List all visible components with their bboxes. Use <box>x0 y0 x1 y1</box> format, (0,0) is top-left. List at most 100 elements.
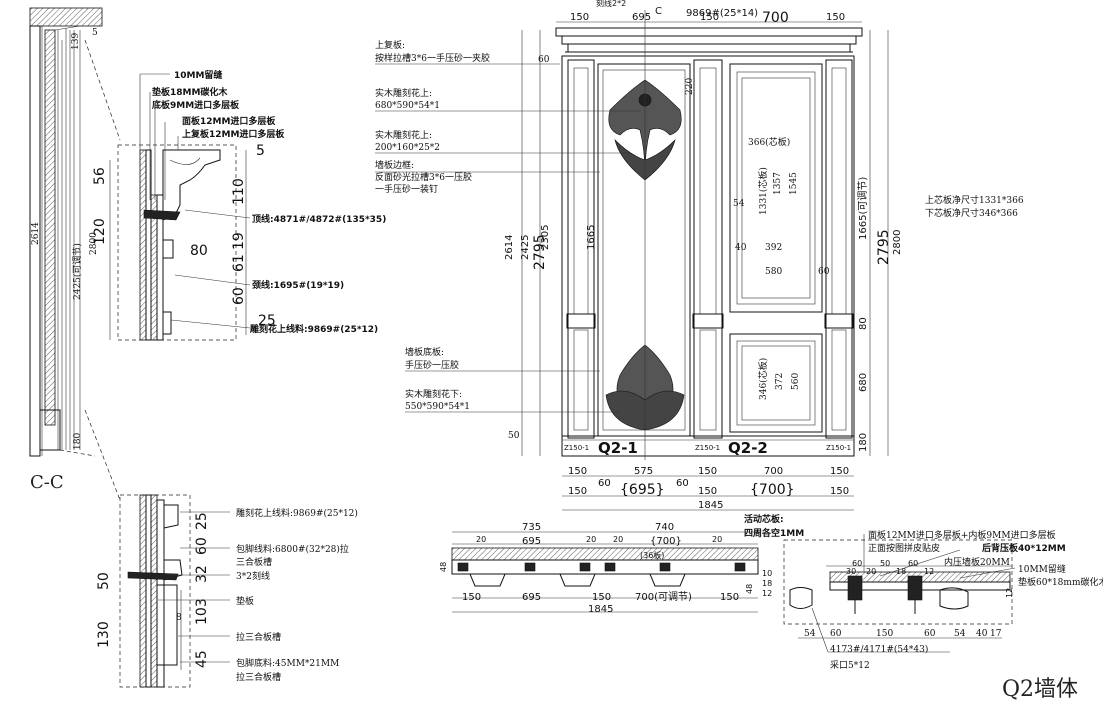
callout-top-molding: 9869#(25*14) <box>686 8 758 19</box>
panel-label-q2-1: Q2-1 <box>598 439 638 457</box>
plan-dim-735: 735 <box>522 522 541 533</box>
dim-61: 61 <box>231 254 247 272</box>
plan-dim-150a: 150 <box>462 592 481 603</box>
detail-dim-50: 50 <box>880 559 890 568</box>
base-callout-pad: 垫板 <box>236 595 254 607</box>
plan-dim-695: 695 <box>522 536 541 547</box>
right-h-1665: 1665(可调节) <box>857 177 869 240</box>
detail-dim-30: 30 <box>846 567 856 576</box>
dim-2425-left: 2425(可调节) <box>72 243 83 300</box>
section-label: C-C <box>30 472 64 493</box>
note-3-detail: 反面砂光拉槽3*6一压胶 <box>375 171 472 183</box>
right-note-upper: 上芯板净尺寸1331*366 <box>925 194 1024 206</box>
dim-25-crown: 25 <box>258 313 276 329</box>
bottom2-dim-150a: 150 <box>568 486 587 497</box>
dim-56: 56 <box>92 167 108 185</box>
detail-bottom-54b: 54 <box>954 629 966 639</box>
detail-vert-18: 18 <box>762 579 772 588</box>
detail-gap: 10MM留缝 <box>1018 563 1066 575</box>
right-h-180: 180 <box>858 433 869 452</box>
crown-label-gap: 10MM留缝 <box>174 69 222 81</box>
detail-molding: 4173#/4171#(54*43) <box>830 644 928 655</box>
right-h-80: 80 <box>858 317 869 330</box>
plan-dim-700b: 700(可调节) <box>635 591 692 603</box>
detail-bottom-150: 150 <box>876 629 893 639</box>
dim-19: 19 <box>231 232 247 250</box>
crown-detail: 10MM留缝 垫板18MM碳化木 底板9MM进口多层板 面板12MM进口多层板 … <box>92 69 386 341</box>
top-dim-150a: 150 <box>570 12 589 23</box>
plan-dim-20c: 20 <box>613 535 623 544</box>
callout-line-groove: 刻线2*2 <box>596 0 626 8</box>
detail-bottom-60b: 60 <box>924 629 936 639</box>
right-detail: 面板12MM进口多层板+内板9MM进口多层板 正面按图拼皮贴皮 后背压板40*1… <box>745 529 1103 671</box>
note-3-detail2: 一手压砂一装钉 <box>375 183 438 195</box>
bottom2-dim-150b: 150 <box>698 486 717 497</box>
detail-face-note: 正面按图拼皮贴皮 <box>868 542 940 554</box>
detail-vert-12b: 12 <box>1005 588 1014 598</box>
note-0-detail: 按样拉槽3*6一手压砂一夹胶 <box>375 52 490 64</box>
section-mark-c: C <box>655 6 662 17</box>
crown-label-base: 底板9MM进口多层板 <box>152 99 240 111</box>
profile-tag-3: Z150-1 <box>826 444 851 452</box>
core-dim-580: 580 <box>765 267 782 277</box>
top-dim-150b: 150 <box>700 12 719 23</box>
note-4-label: 墙板底板: <box>405 346 444 358</box>
note-1-label: 实木雕刻花上: <box>375 87 432 99</box>
base-callout-bottom: 包脚底料:45MM*21MM <box>236 657 339 669</box>
bottom2-dim-695: {695} <box>620 482 665 498</box>
core-dim-392: 392 <box>765 243 782 253</box>
core-dim-40: 40 <box>735 243 747 253</box>
detail-inner-wall: 内压墙板20MM <box>944 556 1010 568</box>
detail-dim-60a: 60 <box>852 559 862 568</box>
detail-vert-12: 12 <box>762 589 772 598</box>
elev-total-1845: 1845 <box>698 500 723 511</box>
base-detail: 25 60 32 103 45 50 130 8 雕刻花上线料:9869#(25… <box>96 494 358 688</box>
plan-total-1845: 1845 <box>588 604 613 615</box>
plan-active-core-note: 四周各空1MM <box>744 527 804 539</box>
core-dim-54: 54 <box>733 199 745 209</box>
detail-vert-48: 48 <box>745 584 754 594</box>
plan-dim-695b: 695 <box>522 592 541 603</box>
core-dim-220: 220 <box>685 78 695 95</box>
bottom2-dim-60b: 60 <box>676 478 689 489</box>
core-dim-366: 366(芯板) <box>748 136 790 148</box>
base-callout-groove2: 拉三合板槽 <box>236 631 281 643</box>
right-note-lower: 下芯板净尺寸346*366 <box>925 207 1018 219</box>
bottom-dim-575: 575 <box>634 466 653 477</box>
plan-fasteners <box>457 562 746 572</box>
note-0-label: 上复板: <box>375 39 405 51</box>
crown-label-top: 上复板12MM进口多层板 <box>182 128 285 140</box>
dim-8-base: 8 <box>176 613 182 623</box>
dim-2614-left: 2614 <box>31 222 41 245</box>
note-5-detail: 550*590*54*1 <box>405 402 470 412</box>
elevation-q2: C 刻线2*2 9869#(25*14) Q2-1 Q2-2 Z150-1 Z1… <box>504 0 903 511</box>
plan-dim-150c: 150 <box>720 592 739 603</box>
note-2-label: 实木雕刻花上: <box>375 129 432 141</box>
left-h-2305: 2305 <box>540 225 551 250</box>
top-dim-695: 695 <box>632 12 651 23</box>
section-cc-full: 2614 2425(可调节) 2800 180 5 139 C-C <box>29 7 121 501</box>
dim-180-left: 180 <box>73 433 83 450</box>
plan-dim-20a: 20 <box>476 535 486 544</box>
note-2-detail: 200*160*25*2 <box>375 143 440 153</box>
plan-dim-740: 740 <box>655 522 674 533</box>
core-dim-1357: 1357 <box>773 172 783 195</box>
dim-45-base: 45 <box>194 650 210 668</box>
note-5-label: 实木雕刻花下: <box>405 388 462 400</box>
core-dim-1545: 1545 <box>789 172 799 195</box>
dim-103-base: 103 <box>194 598 210 625</box>
bottom-dim-150b: 150 <box>698 466 717 477</box>
detail-bottom-54a: 54 <box>804 629 816 639</box>
plan-section: 735 740 20 695 20 20 {700} 20 (36板) 150 … <box>439 513 804 615</box>
plan-dim-36: (36板) <box>640 550 664 560</box>
bottom2-dim-150c: 150 <box>830 486 849 497</box>
core-dim-60: 60 <box>818 267 830 277</box>
plan-dim-20d: 20 <box>712 535 722 544</box>
left-h-2614: 2614 <box>504 235 515 260</box>
profile-tag-2: Z150-1 <box>695 444 720 452</box>
bottom-dim-150c: 150 <box>830 466 849 477</box>
detail-bottom-60a: 60 <box>830 629 842 639</box>
bottom2-dim-60a: 60 <box>598 478 611 489</box>
base-callout-skirting: 包脚线料:6800#(32*28)拉 <box>236 543 349 555</box>
